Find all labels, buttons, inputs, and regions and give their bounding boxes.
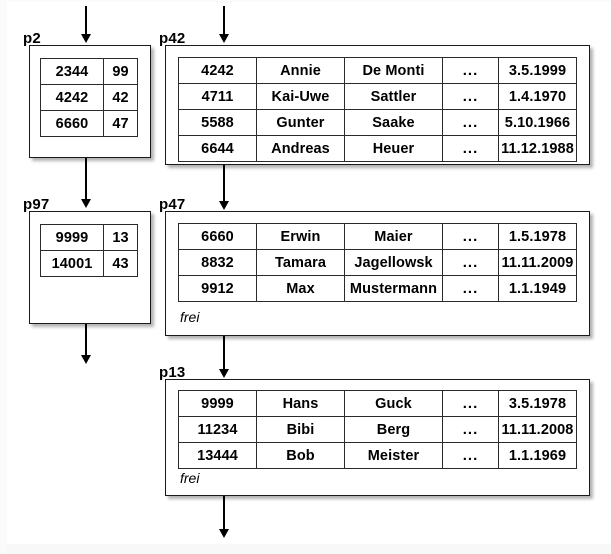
cell-date: 3.5.1999 — [498, 57, 577, 84]
cell-more: ... — [442, 390, 499, 417]
cell-id: 9999 — [178, 390, 257, 417]
cell-key: 6660 — [40, 110, 104, 137]
cell-last: Saake — [344, 109, 443, 136]
cell-pointer: 13 — [103, 224, 138, 251]
cell-first: Kai-Uwe — [256, 83, 345, 110]
cell-key: 14001 — [40, 250, 104, 277]
cell-date: 1.1.1969 — [498, 442, 577, 469]
block-label-p97: p97 — [23, 196, 50, 213]
cell-id: 9912 — [178, 275, 257, 302]
cell-more: ... — [442, 109, 499, 136]
table-p47: 6660 Erwin Maier ... 1.5.1978 8832 Tamar… — [178, 223, 577, 302]
cell-date: 11.12.1988 — [498, 135, 577, 162]
table-row[interactable]: 9999 Hans Guck ... 3.5.1978 — [178, 390, 577, 417]
cell-last: Maier — [344, 223, 443, 250]
free-space-label-p47: frei — [180, 309, 200, 325]
cell-last: Berg — [344, 416, 443, 443]
block-label-p42: p42 — [159, 30, 186, 47]
cell-last: Guck — [344, 390, 443, 417]
cell-more: ... — [442, 442, 499, 469]
block-p13[interactable]: 9999 Hans Guck ... 3.5.1978 11234 Bibi B… — [165, 379, 590, 496]
table-row[interactable]: 14001 43 — [40, 250, 138, 277]
cell-last: Heuer — [344, 135, 443, 162]
cell-id: 6644 — [178, 135, 257, 162]
cell-id: 4711 — [178, 83, 257, 110]
table-row[interactable]: 9912 Max Mustermann ... 1.1.1949 — [178, 275, 577, 302]
cell-pointer: 99 — [103, 58, 138, 85]
table-p42: 4242 Annie De Monti ... 3.5.1999 4711 Ka… — [178, 57, 577, 162]
table-row[interactable]: 4242 Annie De Monti ... 3.5.1999 — [178, 57, 577, 84]
table-row[interactable]: 13444 Bob Meister ... 1.1.1969 — [178, 442, 577, 469]
cell-id: 11234 — [178, 416, 257, 443]
cell-date: 1.5.1978 — [498, 223, 577, 250]
table-row[interactable]: 9999 13 — [40, 224, 138, 251]
table-row[interactable]: 4242 42 — [40, 84, 138, 111]
table-row[interactable]: 8832 Tamara Jagellowsk ... 11.11.2009 — [178, 249, 577, 276]
table-row[interactable]: 6660 Erwin Maier ... 1.5.1978 — [178, 223, 577, 250]
cell-pointer: 43 — [103, 250, 138, 277]
cell-date: 11.11.2009 — [498, 249, 577, 276]
table-row[interactable]: 2344 99 — [40, 58, 138, 85]
block-p47[interactable]: 6660 Erwin Maier ... 1.5.1978 8832 Tamar… — [165, 211, 590, 336]
cell-key: 9999 — [40, 224, 104, 251]
table-row[interactable]: 4711 Kai-Uwe Sattler ... 1.4.1970 — [178, 83, 577, 110]
table-p97: 9999 13 14001 43 — [40, 224, 138, 277]
cell-more: ... — [442, 416, 499, 443]
cell-last: De Monti — [344, 57, 443, 84]
block-label-p47: p47 — [159, 196, 186, 213]
block-p42[interactable]: 4242 Annie De Monti ... 3.5.1999 4711 Ka… — [165, 45, 590, 165]
cell-id: 13444 — [178, 442, 257, 469]
cell-more: ... — [442, 83, 499, 110]
cell-last: Mustermann — [344, 275, 443, 302]
cell-date: 1.4.1970 — [498, 83, 577, 110]
table-row[interactable]: 6644 Andreas Heuer ... 11.12.1988 — [178, 135, 577, 162]
cell-key: 2344 — [40, 58, 104, 85]
cell-more: ... — [442, 223, 499, 250]
cell-id: 8832 — [178, 249, 257, 276]
cell-date: 11.11.2008 — [498, 416, 577, 443]
cell-first: Gunter — [256, 109, 345, 136]
block-p97[interactable]: 9999 13 14001 43 — [29, 211, 151, 324]
cell-first: Max — [256, 275, 345, 302]
free-space-label-p13: frei — [180, 470, 200, 486]
cell-pointer: 42 — [103, 84, 138, 111]
cell-date: 1.1.1949 — [498, 275, 577, 302]
cell-first: Annie — [256, 57, 345, 84]
cell-key: 4242 — [40, 84, 104, 111]
table-p13: 9999 Hans Guck ... 3.5.1978 11234 Bibi B… — [178, 390, 577, 469]
cell-pointer: 47 — [103, 110, 138, 137]
cell-first: Tamara — [256, 249, 345, 276]
cell-first: Hans — [256, 390, 345, 417]
table-row[interactable]: 6660 47 — [40, 110, 138, 137]
table-row[interactable]: 5588 Gunter Saake ... 5.10.1966 — [178, 109, 577, 136]
cell-first: Bibi — [256, 416, 345, 443]
cell-last: Meister — [344, 442, 443, 469]
block-p2[interactable]: 2344 99 4242 42 6660 47 — [29, 45, 151, 158]
cell-first: Erwin — [256, 223, 345, 250]
cell-last: Sattler — [344, 83, 443, 110]
cell-date: 3.5.1978 — [498, 390, 577, 417]
cell-id: 6660 — [178, 223, 257, 250]
cell-first: Andreas — [256, 135, 345, 162]
block-label-p2: p2 — [23, 30, 41, 47]
cell-last: Jagellowsk — [344, 249, 443, 276]
table-row[interactable]: 11234 Bibi Berg ... 11.11.2008 — [178, 416, 577, 443]
cell-id: 4242 — [178, 57, 257, 84]
cell-more: ... — [442, 275, 499, 302]
cell-first: Bob — [256, 442, 345, 469]
block-label-p13: p13 — [159, 364, 186, 381]
cell-date: 5.10.1966 — [498, 109, 577, 136]
cell-more: ... — [442, 249, 499, 276]
cell-more: ... — [442, 57, 499, 84]
cell-id: 5588 — [178, 109, 257, 136]
cell-more: ... — [442, 135, 499, 162]
table-p2: 2344 99 4242 42 6660 47 — [40, 58, 138, 137]
